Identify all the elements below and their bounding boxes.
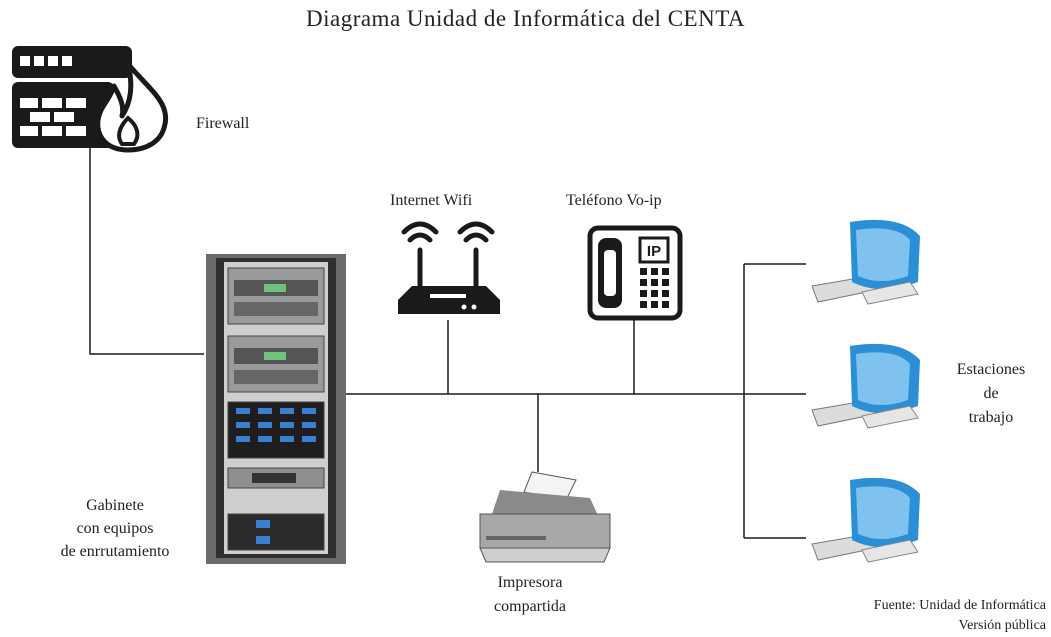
workstations-label-line: Estaciones	[956, 361, 1026, 378]
workstation-1	[811, 219, 920, 305]
computer-icon	[811, 219, 920, 563]
phone-label: Teléfono Vo-ip	[566, 192, 662, 209]
ip-badge-text: IP	[647, 243, 661, 260]
diagram-title: Diagrama Unidad de Informática del CENTA	[305, 6, 746, 31]
workstations-label-line: trabajo	[968, 409, 1014, 426]
printer-label: Impresora compartida	[470, 571, 590, 619]
wifi-router-icon	[398, 221, 500, 314]
cabinet-label-line: Gabinete	[86, 497, 144, 514]
connection-lines	[89, 148, 806, 539]
source-line: Fuente: Unidad de Informática	[873, 598, 1046, 613]
voip-phone-icon: IP	[587, 225, 683, 321]
server-rack-icon	[206, 254, 346, 564]
firewall-icon	[12, 46, 169, 153]
printer-label-line: compartida	[494, 598, 566, 615]
printer-label-line: Impresora	[497, 574, 563, 591]
cabinet-label: Gabinete con equipos de enrrutamiento	[30, 494, 200, 563]
wifi-label: Internet Wifi	[390, 192, 473, 209]
workstations-label-line: de	[983, 385, 999, 402]
firewall-link	[89, 148, 204, 355]
printer-icon	[479, 471, 611, 563]
cabinet-label-line: de enrrutamiento	[60, 543, 170, 560]
firewall-label: Firewall	[196, 115, 250, 132]
source-note: Fuente: Unidad de Informática Versión pú…	[760, 596, 1046, 636]
workstation-3	[811, 477, 920, 563]
version-line: Versión pública	[958, 618, 1046, 633]
cabinet-label-line: con equipos	[76, 520, 154, 537]
workstation-2	[811, 343, 920, 429]
workstations-label: Estaciones de trabajo	[936, 358, 1046, 430]
